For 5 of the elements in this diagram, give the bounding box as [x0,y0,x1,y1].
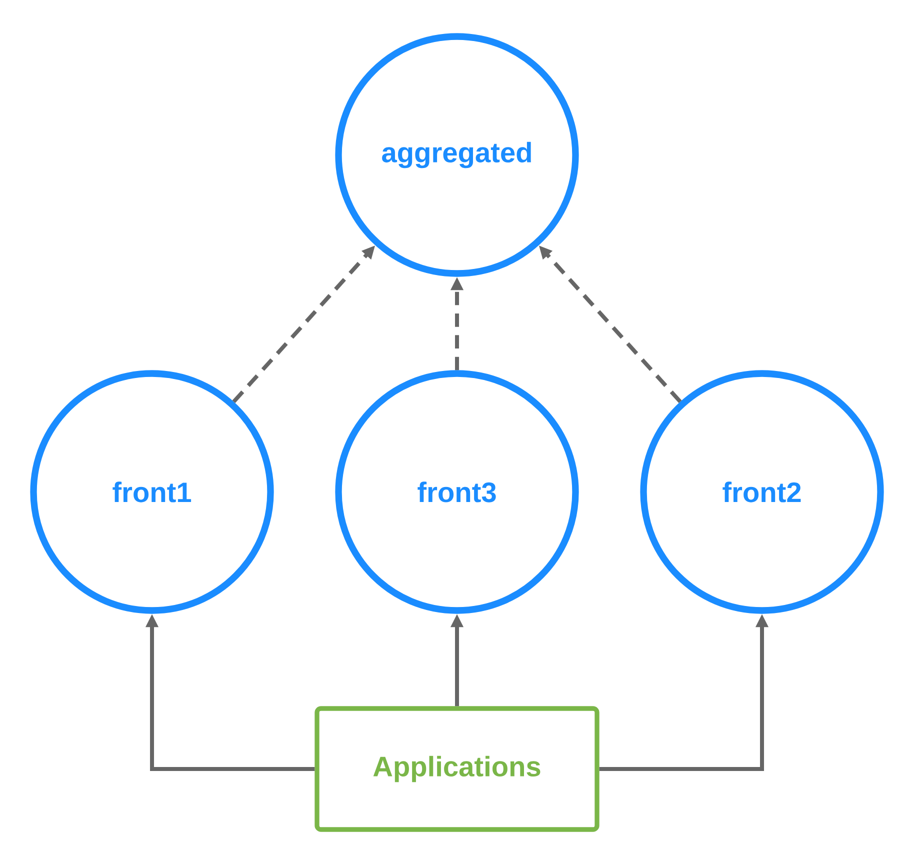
circle-node: front2 [640,370,884,614]
process-box: Applications [314,706,600,832]
circle-node: aggregated [335,33,579,277]
circle-node: front3 [335,370,579,614]
circle-node: front1 [30,370,274,614]
